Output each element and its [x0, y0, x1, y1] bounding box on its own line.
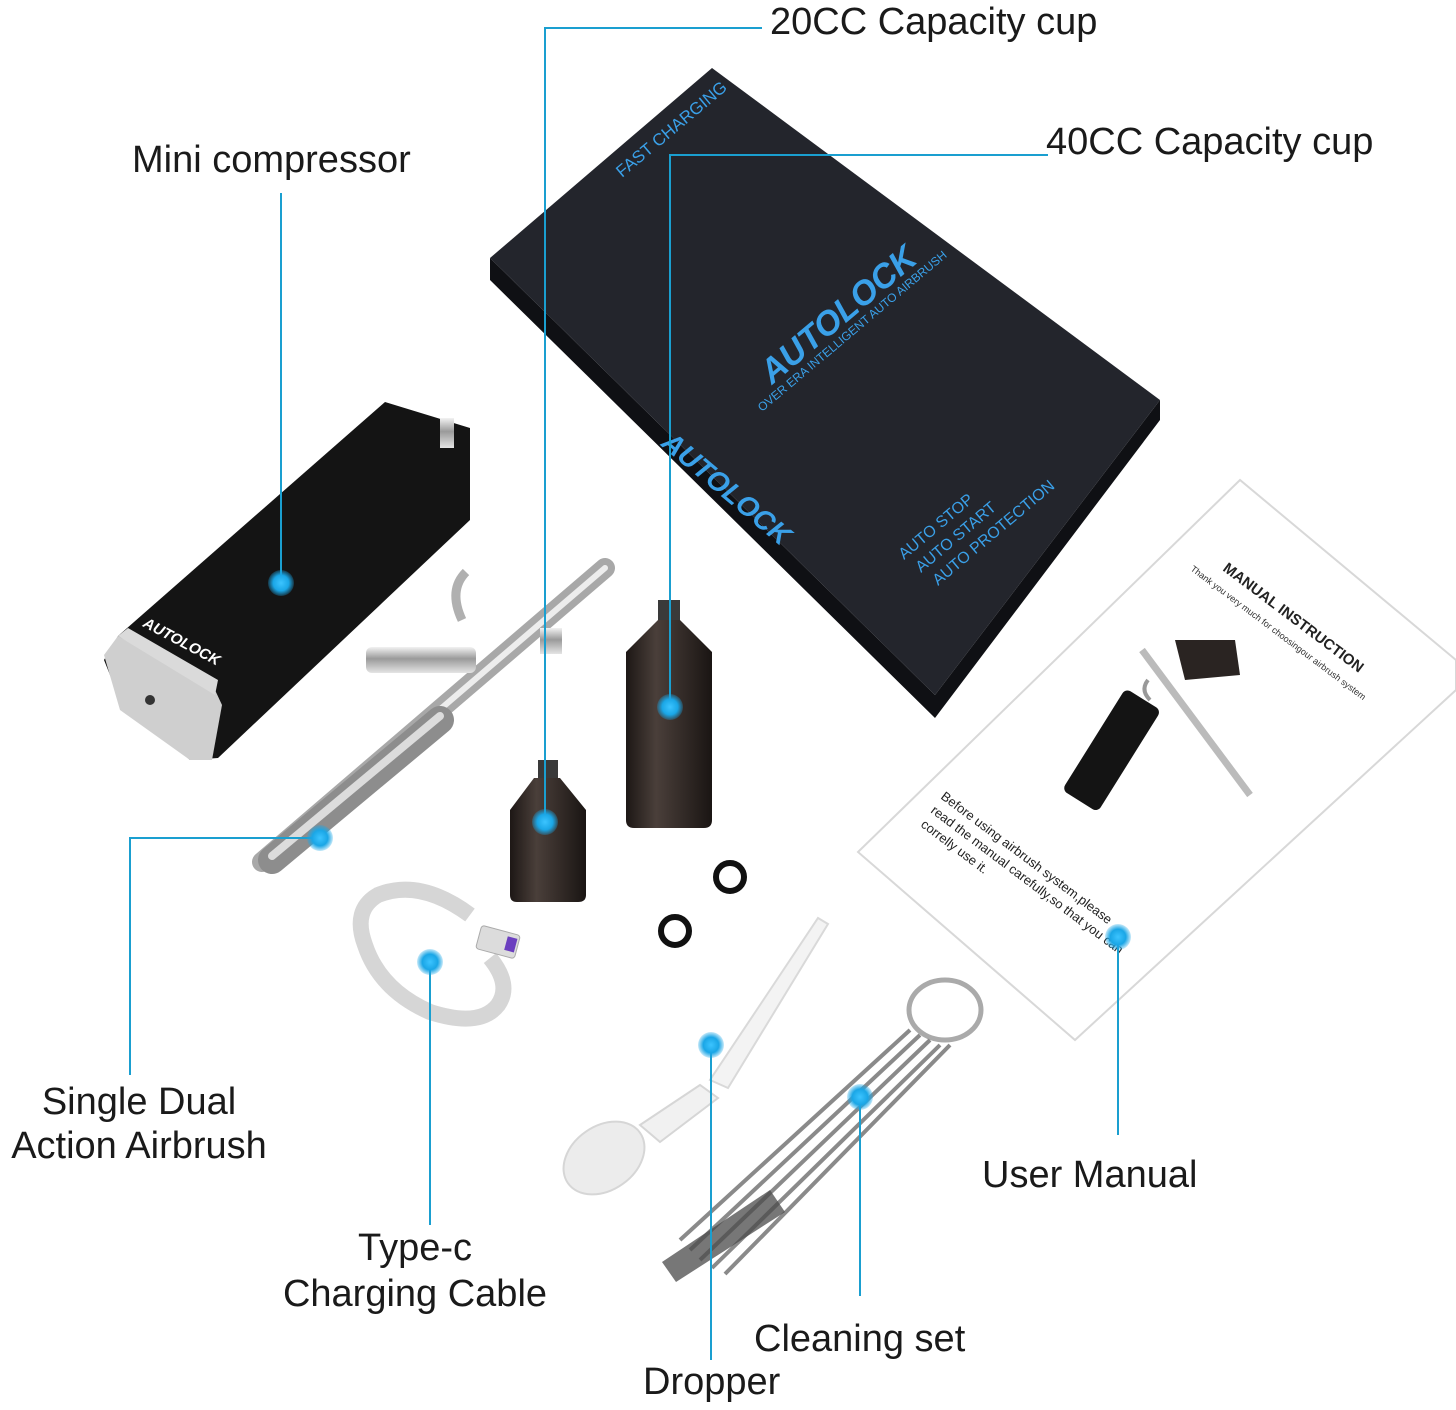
label-type-c-cable: Type-c Charging Cable — [275, 1225, 555, 1317]
label-cable-line-2: Charging Cable — [282, 1273, 548, 1315]
label-airbrush-line-2: Action Airbrush — [11, 1125, 267, 1167]
leader-20cc — [544, 27, 762, 822]
dot-dropper — [698, 1032, 724, 1058]
box-top-face — [490, 68, 1160, 695]
dropper-bulb — [562, 1120, 646, 1196]
cup-20cc-body — [510, 778, 586, 902]
compressor-metal-band — [118, 628, 218, 695]
leader-lines — [129, 27, 1119, 1360]
cleaning-brushes — [678, 1028, 952, 1276]
manual-sheet — [856, 478, 1456, 1042]
dot-cleaning-set — [847, 1084, 873, 1110]
dropper-tube — [708, 916, 830, 1090]
airbrush-side-port — [366, 647, 476, 673]
dropper — [562, 916, 830, 1196]
user-manual: MANUAL INSTRUCTION Thank you very much f… — [856, 478, 1456, 1042]
label-40cc-capacity-cup: 40CC Capacity cup — [1046, 121, 1374, 163]
compressor-air-nozzle — [440, 418, 454, 448]
packaging-box: FAST CHARGING AUTOLOCK OVER ERA INTELLIG… — [490, 68, 1160, 718]
label-20cc-capacity-cup: 20CC Capacity cup — [770, 1, 1098, 43]
o-ring-2 — [658, 914, 692, 948]
dot-airbrush — [307, 825, 333, 851]
cup-20cc — [510, 760, 586, 902]
airbrush-cup-mount — [540, 628, 562, 654]
dot-compressor — [268, 570, 294, 596]
leader-airbrush — [129, 837, 320, 1075]
type-c-cable — [352, 881, 521, 1027]
cleaning-bristles — [662, 1190, 785, 1282]
dot-20cc — [532, 809, 558, 835]
dot-user-manual — [1105, 924, 1131, 950]
compressor-end-cap — [104, 636, 222, 760]
label-airbrush-line-1: Single Dual — [41, 1081, 237, 1123]
label-cable-line-1: Type-c — [357, 1227, 473, 1269]
label-mini-compressor: Mini compressor — [132, 139, 411, 181]
label-airbrush: Single Dual Action Airbrush — [4, 1080, 274, 1168]
label-dropper: Dropper — [643, 1361, 781, 1403]
airbrush-trigger — [451, 568, 470, 622]
o-ring-1 — [713, 860, 747, 894]
label-user-manual: User Manual — [982, 1154, 1198, 1196]
cleaning-set — [662, 977, 984, 1282]
cleaning-ring — [906, 977, 984, 1043]
label-cleaning-set: Cleaning set — [754, 1318, 966, 1360]
cup-40cc-body — [626, 620, 712, 828]
callout-dots — [268, 570, 1131, 1110]
dot-cable — [417, 949, 443, 975]
compressor-port — [145, 695, 155, 705]
manual-product-image — [1064, 640, 1253, 810]
cable-loop — [352, 881, 512, 1027]
leader-40cc — [669, 154, 1048, 707]
airbrush — [252, 558, 615, 874]
dot-40cc — [657, 694, 683, 720]
